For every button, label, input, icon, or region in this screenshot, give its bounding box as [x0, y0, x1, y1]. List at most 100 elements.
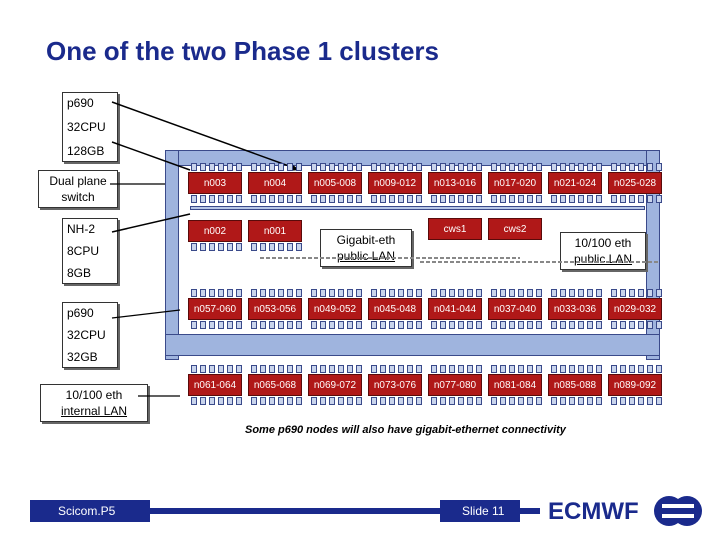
port-chip — [389, 289, 395, 297]
port-chip — [587, 321, 593, 329]
port-chip — [296, 289, 302, 297]
port-chip — [236, 243, 242, 251]
p690-mid-connector — [111, 309, 181, 319]
port-chip — [509, 321, 515, 329]
port-chip — [611, 321, 617, 329]
port-chip — [311, 163, 317, 171]
port-chip — [569, 365, 575, 373]
port-chip — [578, 321, 584, 329]
node-n013-016: n013-016 — [428, 172, 482, 194]
port-chip — [311, 321, 317, 329]
port-chip — [656, 163, 662, 171]
p690-mid-line1: p690 — [67, 306, 94, 320]
port-chip — [398, 195, 404, 203]
port-chip — [398, 163, 404, 171]
node-n089-092: n089-092 — [608, 374, 662, 396]
port-chip — [218, 243, 224, 251]
port-chip — [278, 321, 284, 329]
node-n017-020: n017-020 — [488, 172, 542, 194]
port-chip — [380, 365, 386, 373]
node-cws1: cws1 — [428, 218, 482, 240]
port-chip — [191, 163, 197, 171]
port-chip — [389, 163, 395, 171]
port-chip — [551, 195, 557, 203]
port-chip — [236, 163, 242, 171]
port-chip — [620, 163, 626, 171]
port-chip — [356, 365, 362, 373]
port-chip — [500, 365, 506, 373]
node-n057-060: n057-060 — [188, 298, 242, 320]
port-chip — [449, 163, 455, 171]
port-chip — [587, 289, 593, 297]
port-chip — [476, 397, 482, 405]
port-chip — [551, 321, 557, 329]
port-chip — [560, 289, 566, 297]
port-chip — [227, 243, 233, 251]
port-chip — [329, 321, 335, 329]
port-chip — [371, 321, 377, 329]
node-n025-028: n025-028 — [608, 172, 662, 194]
footer-left-text: Scicom.P5 — [58, 504, 116, 518]
port-chip — [551, 365, 557, 373]
port-chip — [431, 397, 437, 405]
footer-bar-slide — [440, 500, 520, 522]
port-chip — [191, 397, 197, 405]
port-chip — [200, 195, 206, 203]
port-chip — [596, 397, 602, 405]
port-chip — [251, 163, 257, 171]
port-chip — [407, 397, 413, 405]
node-n081-084: n081-084 — [488, 374, 542, 396]
port-chip — [347, 321, 353, 329]
port-chip — [611, 289, 617, 297]
port-chip — [329, 195, 335, 203]
p690-mid-label: p690 32CPU 32GB — [62, 302, 118, 368]
port-chip — [527, 163, 533, 171]
port-chip — [329, 397, 335, 405]
node-n029-032: n029-032 — [608, 298, 662, 320]
node-n045-048: n045-048 — [368, 298, 422, 320]
page-title: One of the two Phase 1 clusters — [46, 36, 439, 66]
port-chip — [536, 289, 542, 297]
port-chip — [527, 195, 533, 203]
port-chip — [449, 321, 455, 329]
p690-mid-line3: 32GB — [67, 350, 98, 364]
port-chip — [569, 397, 575, 405]
port-chip — [260, 365, 266, 373]
port-chip — [278, 163, 284, 171]
port-chip — [209, 163, 215, 171]
port-chip — [611, 195, 617, 203]
dual-plane-switch-label: Dual plane switch — [38, 170, 118, 208]
port-chip — [416, 321, 422, 329]
public-eth-label: 10/100 eth public LAN — [560, 232, 646, 270]
port-chip — [311, 289, 317, 297]
port-chip — [431, 365, 437, 373]
port-chip — [536, 321, 542, 329]
port-chip — [509, 397, 515, 405]
port-chip — [269, 243, 275, 251]
port-chip — [296, 163, 302, 171]
port-chip — [560, 365, 566, 373]
port-chip — [269, 195, 275, 203]
port-chip — [320, 365, 326, 373]
port-chip — [440, 163, 446, 171]
port-chip — [647, 289, 653, 297]
port-chip — [629, 397, 635, 405]
port-chip — [500, 397, 506, 405]
port-chip — [311, 365, 317, 373]
port-chip — [200, 289, 206, 297]
port-chip — [620, 397, 626, 405]
port-chip — [638, 195, 644, 203]
port-chip — [518, 321, 524, 329]
port-chip — [329, 365, 335, 373]
port-chip — [629, 365, 635, 373]
port-chip — [467, 397, 473, 405]
node-n061-064: n061-064 — [188, 374, 242, 396]
port-chip — [509, 163, 515, 171]
p690-top-line3: 128GB — [67, 144, 105, 158]
port-chip — [287, 289, 293, 297]
port-chip — [569, 289, 575, 297]
node-n085-088: n085-088 — [548, 374, 602, 396]
port-chip — [278, 365, 284, 373]
port-chip — [251, 243, 257, 251]
ecmwf-brand: ECMWF — [548, 498, 639, 525]
